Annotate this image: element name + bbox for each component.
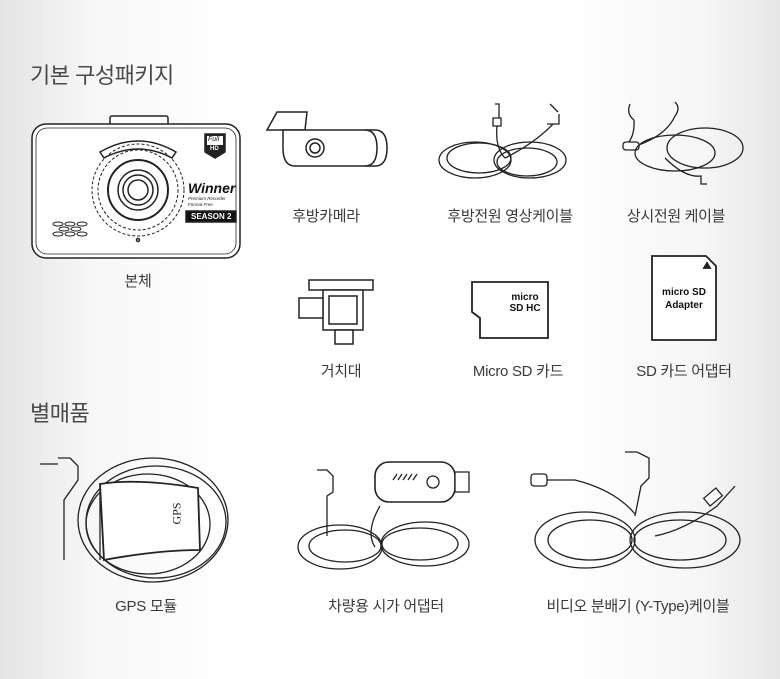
item-label-video-y-type-splitter-cable: 비디오 분배기 (Y-Type)케이블 bbox=[546, 598, 730, 615]
section-title-optional-accessories: 별매품 bbox=[30, 401, 90, 426]
mount-image bbox=[295, 278, 385, 348]
sd-adapter-print: micro SD Adapter bbox=[662, 287, 706, 311]
item-label-main-unit: 본체 bbox=[124, 273, 152, 290]
item-label-mount: 거치대 bbox=[320, 363, 362, 380]
item-label-micro-sd-card: Micro SD 카드 bbox=[472, 363, 564, 380]
item-label-constant-power-cable: 상시전원 케이블 bbox=[626, 208, 726, 225]
car-cigar-adapter-image bbox=[295, 452, 485, 577]
hd-badge-bottom: HD bbox=[210, 146, 219, 152]
gps-module-image: GPS bbox=[38, 450, 233, 585]
rear-power-video-cable-image bbox=[435, 98, 575, 188]
item-label-rear-power-video-cable: 후방전원 영상케이블 bbox=[447, 208, 573, 225]
sd-card-adapter-image: micro SD Adapter bbox=[650, 254, 720, 344]
item-label-sd-card-adapter: SD 카드 어댑터 bbox=[636, 363, 732, 380]
main-unit-image: Full HD Winner Premium Recorder Format F… bbox=[30, 112, 242, 262]
video-y-type-splitter-cable-image bbox=[525, 450, 750, 580]
brand-logo: Winner bbox=[188, 180, 236, 196]
section-title-basic-package: 기본 구성패키지 bbox=[30, 63, 174, 88]
rear-camera-image bbox=[265, 108, 390, 173]
season-badge: SEASON 2 bbox=[191, 212, 232, 221]
item-label-rear-camera: 후방카메라 bbox=[292, 208, 360, 225]
hd-badge-top: Full bbox=[208, 136, 220, 143]
gps-module-print: GPS bbox=[169, 502, 184, 525]
micro-sd-card-image: micro SD HC bbox=[468, 278, 553, 343]
item-label-car-cigar-adapter: 차량용 시가 어댑터 bbox=[328, 598, 444, 615]
brand-tagline-2: Format Free bbox=[188, 202, 213, 207]
constant-power-cable-image bbox=[605, 98, 750, 193]
micro-sd-card-print: micro SD HC bbox=[509, 292, 541, 314]
item-label-gps-module: GPS 모듈 bbox=[115, 598, 177, 615]
brand-tagline-1: Premium Recorder bbox=[188, 196, 226, 201]
